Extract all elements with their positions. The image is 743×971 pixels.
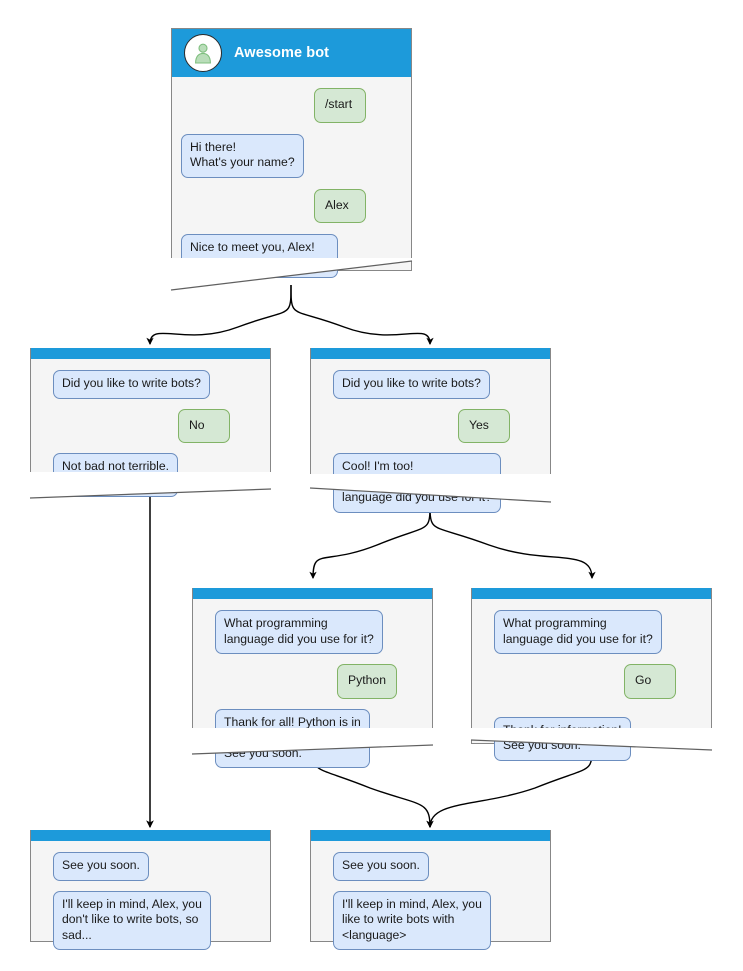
node-go-branch-header [472, 588, 711, 599]
edge-root-to-no [146, 284, 292, 346]
node-yes-branch-header [311, 348, 550, 359]
chat-bubble-bot: Did you like to write bots? [53, 370, 210, 399]
chat-bubble-bot: See you soon. [53, 852, 149, 881]
chat-bubble-bot: Hi there! What's your name? [181, 133, 304, 178]
node-python-branch-body: What programming language did you use fo… [193, 599, 432, 768]
chat-bubble-bot: Did you like to write bots? [333, 370, 490, 399]
chat-bubble-bot: Nice to meet you, Alex! Did you like to … [181, 234, 338, 278]
chat-bubble-bot: I'll keep in mind, Alex, you don't like … [53, 890, 211, 950]
chat-bubble-bot: Cool! I'm too! What programming language… [333, 453, 501, 513]
node-go-branch[interactable]: What programming language did you use fo… [471, 588, 712, 761]
chat-bubble-bot: Thank for information! See you soon. [494, 716, 631, 761]
chat-bubble-user: /start [314, 88, 366, 123]
node-go-branch-body: What programming language did you use fo… [472, 599, 711, 761]
chat-bubble-user: Python [337, 664, 397, 699]
node-root[interactable]: Awesome bot /start Hi there! What's your… [171, 28, 412, 278]
chat-bubble-bot: See you soon. [333, 852, 429, 881]
edge-yes-to-go [429, 501, 596, 580]
node-python-branch[interactable]: What programming language did you use fo… [192, 588, 433, 768]
node-end-sad[interactable]: See you soon. I'll keep in mind, Alex, y… [30, 830, 271, 950]
node-end-sad-header [31, 830, 270, 841]
bot-name-label: Awesome bot [234, 45, 330, 61]
chat-bubble-user: Go [624, 664, 676, 699]
node-end-sad-body: See you soon. I'll keep in mind, Alex, y… [31, 841, 270, 950]
node-end-happy[interactable]: See you soon. I'll keep in mind, Alex, y… [310, 830, 551, 950]
edge-yes-to-python [309, 501, 431, 580]
node-root-header: Awesome bot [172, 29, 411, 77]
node-yes-branch-body: Did you like to write bots? Yes Cool! I'… [311, 359, 550, 513]
chat-bubble-user: Alex [314, 188, 366, 223]
node-end-happy-header [311, 830, 550, 841]
chat-bubble-bot: Thank for all! Python is in my hearth! S… [215, 708, 370, 768]
chat-bubble-bot: Not bad not terrible. See you soon. [53, 453, 179, 497]
node-root-body: /start Hi there! What's your name? Alex … [172, 77, 411, 278]
node-yes-branch[interactable]: Did you like to write bots? Yes Cool! I'… [310, 348, 551, 513]
node-python-branch-header [193, 588, 432, 599]
chat-bubble-bot: What programming language did you use fo… [494, 610, 662, 654]
chat-bubble-user: No [178, 408, 230, 443]
chat-bubble-user: Yes [458, 408, 510, 443]
node-no-branch-body: Did you like to write bots? No Not bad n… [31, 359, 270, 497]
node-end-happy-body: See you soon. I'll keep in mind, Alex, y… [311, 841, 550, 950]
node-no-branch[interactable]: Did you like to write bots? No Not bad n… [30, 348, 271, 497]
chat-bubble-bot: What programming language did you use fo… [215, 610, 383, 654]
user-avatar-icon [184, 34, 222, 72]
node-no-branch-header [31, 348, 270, 359]
chat-bubble-bot: I'll keep in mind, Alex, you like to wri… [333, 890, 491, 950]
edge-root-to-yes [290, 284, 434, 346]
